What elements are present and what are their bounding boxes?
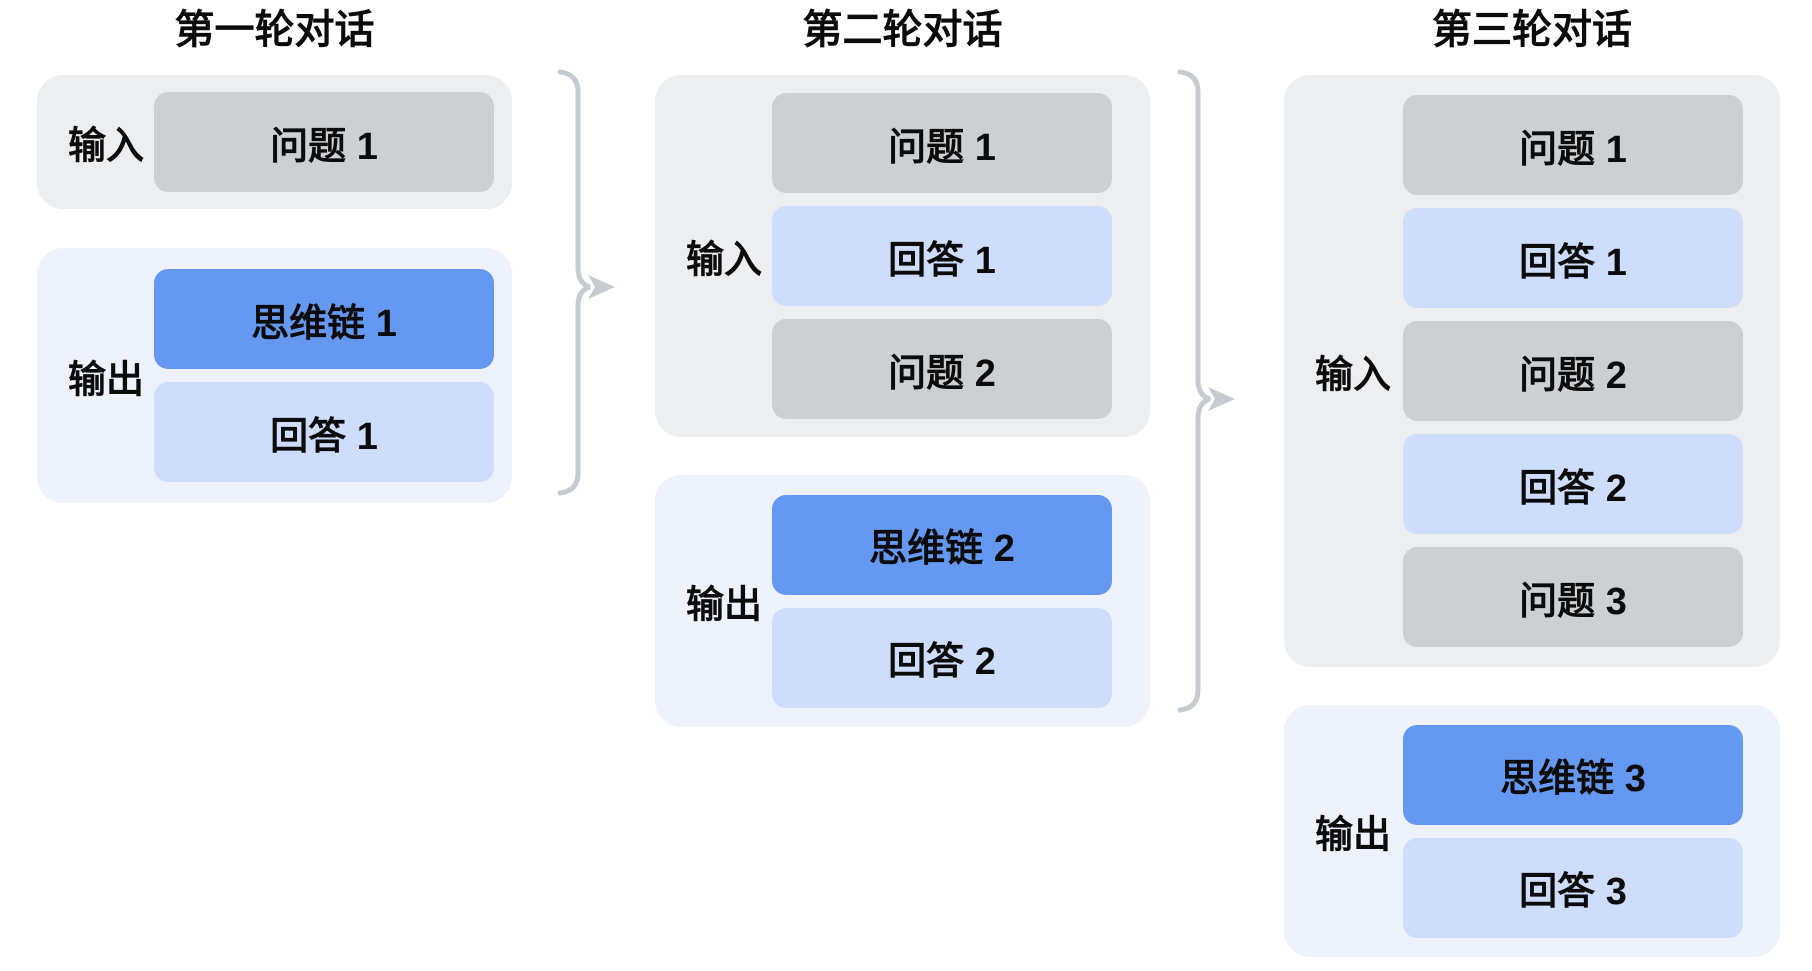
round-3-question-3-box: 问题 3 <box>1403 547 1743 647</box>
round-1-output-panel: 输出 思维链 1 回答 1 <box>37 248 512 503</box>
round-1-answer-1-box: 回答 1 <box>154 382 494 482</box>
round-2-output-panel: 输出 思维链 2 回答 2 <box>655 475 1150 727</box>
round-3-output-label: 输出 <box>1315 814 1392 857</box>
round-3-answer-1-box: 回答 1 <box>1403 208 1743 308</box>
brace-arrow-right-icon <box>1177 69 1235 713</box>
round-2-title: 第二轮对话 <box>802 8 1003 52</box>
round-3-input-label: 输入 <box>1315 354 1392 397</box>
round-1-output-label: 输出 <box>68 359 145 401</box>
round-1-title: 第一轮对话 <box>174 8 375 52</box>
brace-arrow-right-icon <box>557 69 615 496</box>
round-3-title: 第三轮对话 <box>1432 8 1632 52</box>
round-1-input-panel: 输入 问题 1 <box>37 75 512 209</box>
round-3-question-2-box: 问题 2 <box>1403 321 1743 421</box>
round-3-input-panel: 输入 问题 1 回答 1 问题 2 回答 2 问题 3 <box>1284 75 1780 667</box>
round-3-answer-2-box: 回答 2 <box>1403 434 1743 534</box>
round-3-cot-box: 思维链 3 <box>1403 724 1743 825</box>
round-2-input-panel: 输入 问题 1 回答 1 问题 2 <box>655 75 1150 437</box>
round-1-to-round-2-connector <box>548 60 628 505</box>
round-3-question-1-box: 问题 1 <box>1403 95 1743 195</box>
round-2-input-label: 输入 <box>686 239 763 282</box>
round-1-question-1-box: 问题 1 <box>154 92 494 192</box>
round-1-input-label: 输入 <box>68 125 145 168</box>
round-2-to-round-3-connector <box>1168 60 1248 720</box>
round-1-cot-box: 思维链 1 <box>154 269 494 369</box>
round-2-cot-box: 思维链 2 <box>772 494 1112 595</box>
round-3-answer-3-box: 回答 3 <box>1403 837 1743 938</box>
round-2-output-label: 输出 <box>686 584 763 627</box>
round-2-question-2-box: 问题 2 <box>772 319 1112 419</box>
round-2-answer-2-box: 回答 2 <box>772 607 1112 708</box>
round-3-output-panel: 输出 思维链 3 回答 3 <box>1284 705 1780 957</box>
round-2-answer-1-box: 回答 1 <box>772 206 1112 306</box>
round-2-question-1-box: 问题 1 <box>772 93 1112 193</box>
